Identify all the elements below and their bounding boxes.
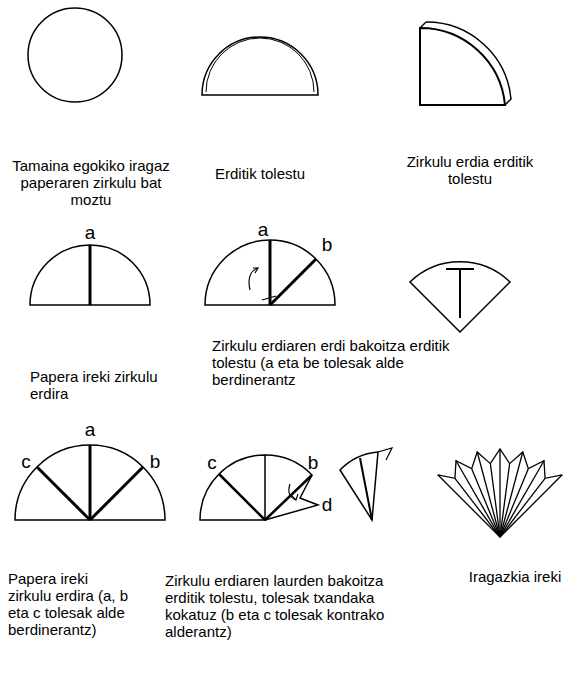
fold-letter: a: [85, 420, 96, 440]
step-caption: Zirkulu erdia erditik tolestu: [405, 153, 535, 187]
fold-letter: b: [308, 453, 319, 473]
step-caption: Papera ireki zirkulu erdira (a, b eta c …: [8, 570, 130, 638]
fold-letter: b: [150, 452, 161, 472]
fold-letter: c: [207, 453, 217, 473]
step-caption: Tamaina egokiko iragaz paperaren zirkulu…: [12, 157, 170, 208]
half-circle: [202, 37, 318, 95]
fold-letter: d: [322, 495, 333, 515]
fold-letter: a: [85, 223, 96, 243]
fold-letter: a: [258, 220, 269, 240]
paper-circle: [28, 8, 122, 102]
pleated-fan: [438, 449, 562, 537]
opened-half-circle: [30, 245, 150, 305]
step-caption: Erditik tolestu: [200, 165, 320, 182]
step-caption: Papera ireki zirkulu erdira: [30, 368, 160, 402]
pleating-half-circle: [200, 448, 392, 520]
folding-half-circle: [205, 240, 335, 305]
quarter-circle: [420, 22, 511, 105]
step-caption: Iragazkia ireki: [455, 568, 575, 585]
step-caption: Zirkulu erdiaren laurden bakoitza erditi…: [165, 572, 425, 640]
fold-letter: b: [322, 235, 333, 255]
opened-half-circle-folds: [15, 445, 165, 520]
step-caption: Zirkulu erdiaren erdi bakoitza erditik t…: [212, 337, 482, 388]
folded-sector: [410, 262, 510, 332]
fold-letter: c: [21, 452, 31, 472]
